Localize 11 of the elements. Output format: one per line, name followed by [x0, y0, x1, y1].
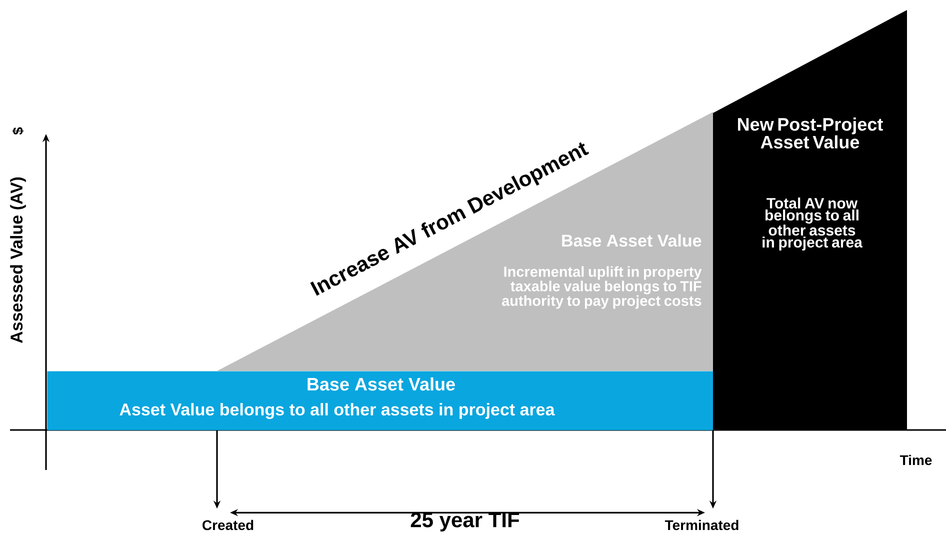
band-text: Asset Value belongs to all other assets in project area	[120, 403, 555, 419]
currency-label: $	[12, 127, 24, 135]
post-project-heading: New Post-Project Asset Value	[738, 118, 883, 149]
triangle-text: Incremental uplift in property taxable value belongs to TIF authority to pay project costs	[502, 266, 702, 309]
axis-label: Assessed Value (AV)	[10, 177, 26, 344]
event-label: Created	[202, 520, 254, 530]
axis-label: Time	[900, 454, 932, 466]
triangle-heading: Base Asset Value	[562, 234, 702, 247]
band-heading: Base Asset Value	[308, 377, 455, 391]
post-project-text: Total AV now belongs to all other assets in project area	[762, 198, 863, 251]
event-label: Terminated	[664, 520, 738, 530]
